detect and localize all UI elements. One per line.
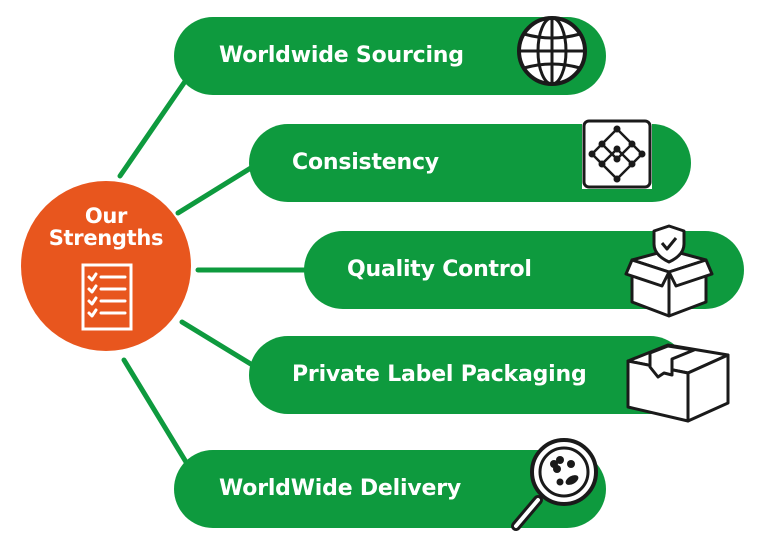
our-strengths-hub: Our Strengths [21, 181, 191, 351]
connector-worldwide-sourcing [117, 77, 189, 179]
strength-worldwide-delivery: WorldWide Delivery [174, 450, 606, 528]
connector-consistency [175, 163, 257, 216]
hub-title: Our Strengths [21, 205, 191, 249]
strength-label: WorldWide Delivery [219, 476, 461, 501]
package-box-icon [624, 337, 732, 425]
hub-title-line-1: Our [84, 204, 128, 228]
connector-private-label-packaging [179, 319, 257, 369]
strength-private-label-packaging: Private Label Packaging [249, 336, 689, 414]
strength-label: Consistency [292, 150, 439, 175]
shield-box-icon [624, 222, 714, 320]
globe-icon [515, 14, 589, 88]
magnifier-icon [510, 436, 602, 534]
strength-label: Quality Control [347, 257, 532, 282]
strength-label: Worldwide Sourcing [219, 43, 464, 68]
network-icon [582, 119, 652, 189]
checklist-icon [81, 263, 133, 335]
hub-title-line-2: Strengths [48, 226, 164, 250]
strength-label: Private Label Packaging [292, 362, 587, 387]
connector-worldwide-delivery [121, 357, 189, 465]
